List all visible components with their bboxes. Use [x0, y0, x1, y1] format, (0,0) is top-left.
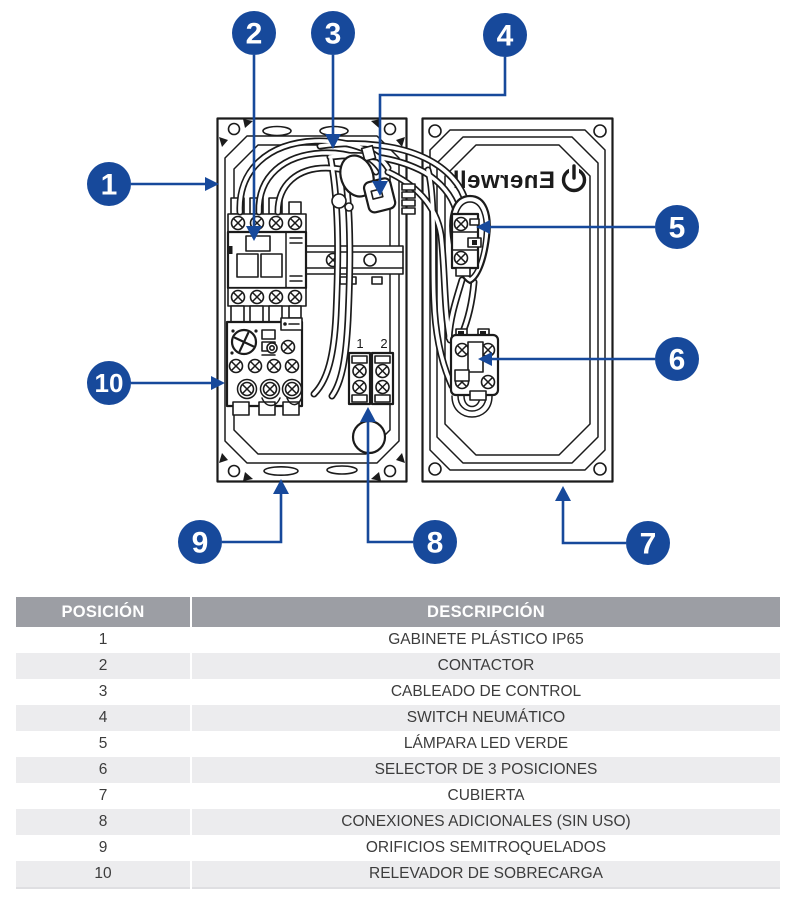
- svg-text:4: 4: [497, 20, 514, 53]
- parts-table: POSICIÓN DESCRIPCIÓN 1 GABINETE PLÁSTICO…: [16, 597, 780, 889]
- svg-text:5: 5: [669, 212, 686, 245]
- selector-switch: [449, 328, 500, 418]
- terminal-label-1: 1: [356, 336, 363, 351]
- callout-10: 10: [87, 361, 225, 405]
- callouts: 1 2 3 4 5 6: [87, 11, 699, 565]
- position-cell: 7: [16, 783, 192, 809]
- description-cell: CONTACTOR: [191, 653, 780, 679]
- table-row: 7 CUBIERTA: [16, 783, 780, 809]
- svg-text:1: 1: [101, 169, 118, 202]
- table-row: 8 CONEXIONES ADICIONALES (SIN USO): [16, 809, 780, 835]
- table-row: 6 SELECTOR DE 3 POSICIONES: [16, 757, 780, 783]
- callout-6: 6: [478, 337, 699, 381]
- table-row: 1 GABINETE PLÁSTICO IP65: [16, 627, 780, 653]
- callout-9: 9: [178, 479, 289, 564]
- position-cell: 1: [16, 627, 192, 653]
- callout-5: 5: [476, 205, 699, 249]
- description-cell: CONEXIONES ADICIONALES (SIN USO): [191, 809, 780, 835]
- cord-grip: [401, 183, 416, 215]
- position-cell: 8: [16, 809, 192, 835]
- callout-1: 1: [87, 162, 219, 206]
- overload-relay: [225, 317, 304, 416]
- terminal-label-2: 2: [380, 336, 387, 351]
- svg-text:2: 2: [246, 18, 263, 51]
- table-row: 5 LÁMPARA LED VERDE: [16, 731, 780, 757]
- logo-text: Enerwell: [452, 167, 555, 194]
- description-cell: GABINETE PLÁSTICO IP65: [191, 627, 780, 653]
- position-header: POSICIÓN: [16, 597, 192, 627]
- position-cell: 2: [16, 653, 192, 679]
- svg-text:6: 6: [669, 344, 686, 377]
- position-cell: 10: [16, 861, 192, 888]
- knockout-holes: [262, 125, 358, 476]
- table-row: 9 ORIFICIOS SEMITROQUELADOS: [16, 835, 780, 861]
- corner-screw: [219, 119, 405, 481]
- enclosure-base-panel: 1 2: [216, 117, 408, 483]
- position-cell: 6: [16, 757, 192, 783]
- description-cell: LÁMPARA LED VERDE: [191, 731, 780, 757]
- table-row: 4 SWITCH NEUMÁTICO: [16, 705, 780, 731]
- table-row: 10 RELEVADOR DE SOBRECARGA: [16, 861, 780, 888]
- svg-text:3: 3: [325, 18, 342, 51]
- spare-terminal-block: 1 2: [347, 336, 395, 406]
- callout-4: 4: [372, 13, 527, 196]
- description-header: DESCRIPCIÓN: [191, 597, 780, 627]
- description-cell: CUBIERTA: [191, 783, 780, 809]
- table-row: 2 CONTACTOR: [16, 653, 780, 679]
- contactor: [226, 197, 308, 323]
- callout-3: 3: [311, 11, 355, 149]
- table-header-row: POSICIÓN DESCRIPCIÓN: [16, 597, 780, 627]
- callout-2: 2: [232, 11, 276, 241]
- callout-7: 7: [555, 486, 670, 565]
- pneumatic-switch: [331, 144, 416, 215]
- svg-text:9: 9: [192, 527, 209, 560]
- description-cell: CABLEADO DE CONTROL: [191, 679, 780, 705]
- position-cell: 4: [16, 705, 192, 731]
- svg-text:8: 8: [427, 527, 444, 560]
- description-cell: SWITCH NEUMÁTICO: [191, 705, 780, 731]
- led-lamp: [449, 194, 491, 285]
- position-cell: 5: [16, 731, 192, 757]
- position-cell: 9: [16, 835, 192, 861]
- description-cell: ORIFICIOS SEMITROQUELADOS: [191, 835, 780, 861]
- cover-logo: Enerwell: [452, 164, 587, 194]
- control-box-diagram: 1 2: [87, 11, 699, 565]
- svg-text:10: 10: [95, 368, 124, 398]
- cover-corner-holes: [428, 124, 607, 476]
- svg-text:7: 7: [640, 528, 657, 561]
- power-icon: [561, 164, 587, 193]
- position-cell: 3: [16, 679, 192, 705]
- description-cell: SELECTOR DE 3 POSICIONES: [191, 757, 780, 783]
- table-row: 3 CABLEADO DE CONTROL: [16, 679, 780, 705]
- description-cell: RELEVADOR DE SOBRECARGA: [191, 861, 780, 888]
- callout-8: 8: [360, 407, 457, 564]
